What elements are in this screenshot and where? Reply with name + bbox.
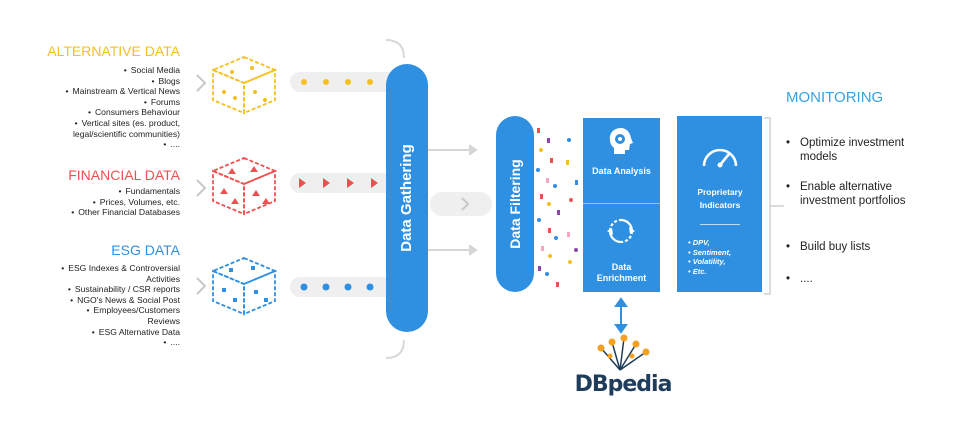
divider xyxy=(700,224,740,225)
list-item: Employees/Customers xyxy=(61,305,180,316)
list-item: Other Financial Databases xyxy=(71,207,180,218)
list-item: .... xyxy=(66,139,180,150)
proprietary-indicators-box xyxy=(677,116,762,292)
list-item: Blogs xyxy=(66,76,181,87)
dbpedia-logo-icon xyxy=(597,334,650,371)
indicators-list: • DPV, • Sentiment, • Volatility, • Etc. xyxy=(688,238,731,276)
cube-icon xyxy=(210,257,278,316)
alternative-data-title: ALTERNATIVE DATA xyxy=(47,43,180,59)
list-item: •Build buy lists xyxy=(786,241,871,253)
list-item: Prices, Volumes, etc. xyxy=(71,197,180,208)
list-item: •.... xyxy=(786,273,813,285)
cycle-arrows-icon xyxy=(607,218,635,244)
list-item: • Etc. xyxy=(688,266,707,276)
list-item: •Enable alternative investment portfolio… xyxy=(786,181,906,207)
data-analysis-label: Data Analysis xyxy=(592,166,651,176)
dbpedia-logo-text: DBpedia xyxy=(574,372,673,397)
list-item: ESG Alternative Data xyxy=(61,327,180,338)
list-item: Social Media xyxy=(66,65,180,76)
proprietary-indicators-label: Proprietary Indicators xyxy=(697,187,743,210)
list-item: Mainstream & Vertical News xyxy=(66,86,180,97)
list-item: Activities xyxy=(146,273,180,284)
list-item: Vertical sites (es. product, xyxy=(66,118,180,129)
alternative-data-list: Social Media Blogs Mainstream & Vertical… xyxy=(66,65,180,150)
bidirectional-arrow-icon xyxy=(614,297,628,334)
list-item: Consumers Behaviour xyxy=(66,107,180,118)
data-filtering-pill xyxy=(496,116,534,292)
list-item: legal/scientific communities) xyxy=(73,128,180,139)
esg-data-list: ESG Indexes & Controversial Activities S… xyxy=(61,263,180,348)
cube-icon xyxy=(210,56,278,115)
list-item: • DPV, xyxy=(688,238,710,247)
list-item: •Optimize investment models xyxy=(786,137,905,163)
brain-gear-icon xyxy=(609,128,633,154)
list-item: • Volatility, xyxy=(688,257,726,266)
cube-icon xyxy=(210,157,278,216)
gauge-icon xyxy=(702,148,738,168)
list-item: Fundamentals xyxy=(71,186,180,197)
financial-data-title: FINANCIAL DATA xyxy=(68,167,180,183)
list-item: • Sentiment, xyxy=(688,247,732,257)
data-gathering-label: Data Gathering xyxy=(398,144,415,252)
list-item: NGO's News & Social Post xyxy=(61,295,180,306)
list-item: Forums xyxy=(66,97,180,108)
list-item: Reviews xyxy=(147,315,180,326)
list-item: Sustainability / CSR reports xyxy=(61,284,180,295)
data-enrichment-label: Data Enrichment xyxy=(596,262,647,283)
esg-data-title: ESG DATA xyxy=(111,242,180,258)
monitoring-title: MONITORING xyxy=(786,89,884,106)
monitoring-list: •Optimize investment models •Enable alte… xyxy=(786,137,946,297)
divider xyxy=(583,203,660,204)
list-item: .... xyxy=(61,337,180,348)
chevron-right-icon xyxy=(196,74,207,295)
data-gathering-pill xyxy=(386,64,428,332)
data-filtering-label: Data Filtering xyxy=(507,159,523,249)
financial-data-list: Fundamentals Prices, Volumes, etc. Other… xyxy=(71,186,180,218)
list-item: ESG Indexes & Controversial xyxy=(61,263,180,274)
